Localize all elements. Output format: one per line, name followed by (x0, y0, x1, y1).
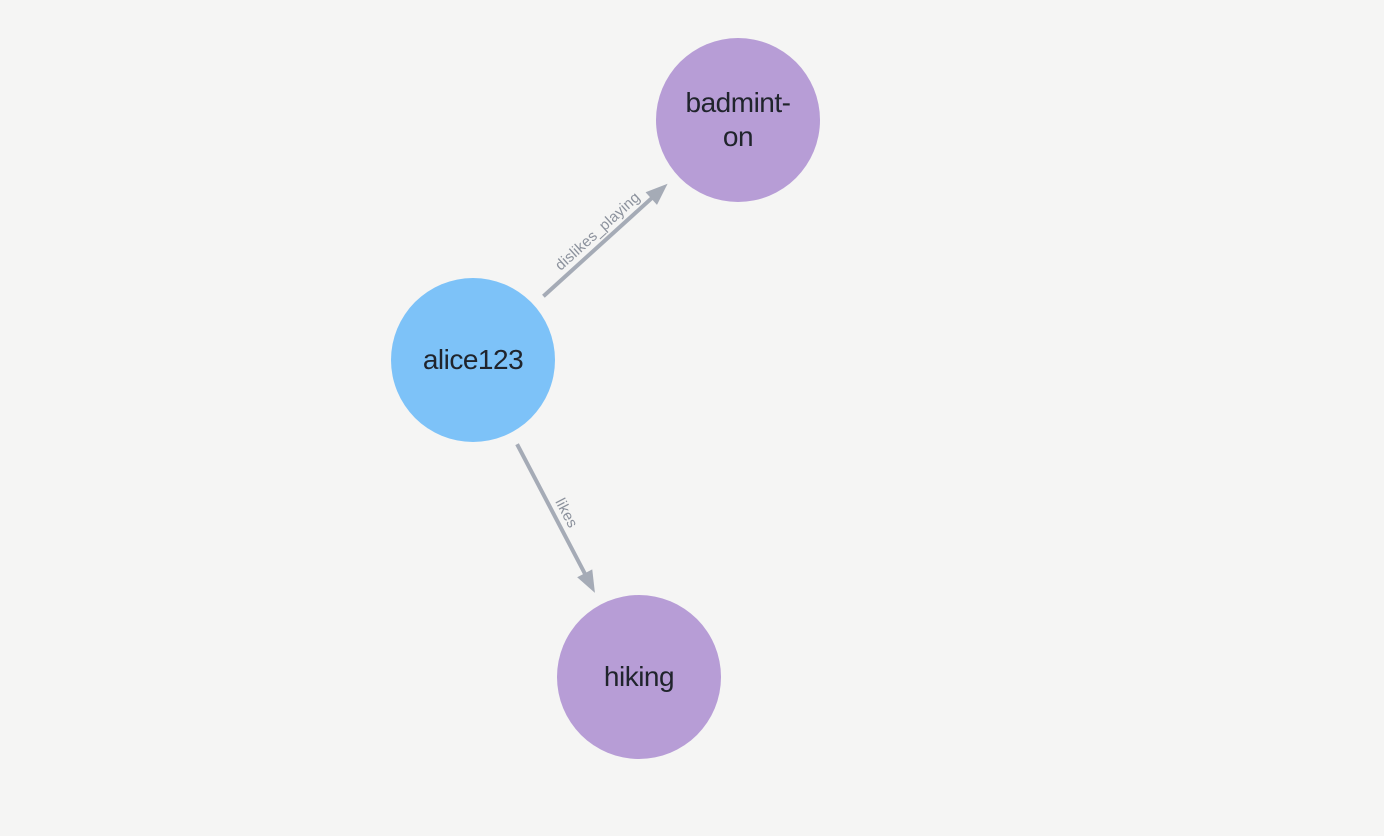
edge-label[interactable]: dislikes_playing (552, 189, 644, 274)
graph-node-hiking[interactable]: hiking (557, 595, 721, 759)
edge-alice123-badminton[interactable]: dislikes_playing (542, 183, 668, 298)
edge-line[interactable] (542, 195, 655, 298)
edge-alice123-hiking[interactable]: likes (515, 443, 595, 593)
edge-line[interactable] (515, 443, 588, 577)
edge-label[interactable]: likes (551, 495, 580, 530)
node-caption: alice123 (422, 343, 524, 375)
graph-node-badminton[interactable]: badmint- on (656, 38, 820, 202)
graph-node-alice123[interactable]: alice123 (391, 278, 555, 442)
node-caption: badmint- on (685, 86, 791, 152)
node-caption: hiking (603, 660, 675, 692)
edge-arrowhead-icon (645, 183, 668, 205)
edge-arrowhead-icon (577, 569, 595, 593)
